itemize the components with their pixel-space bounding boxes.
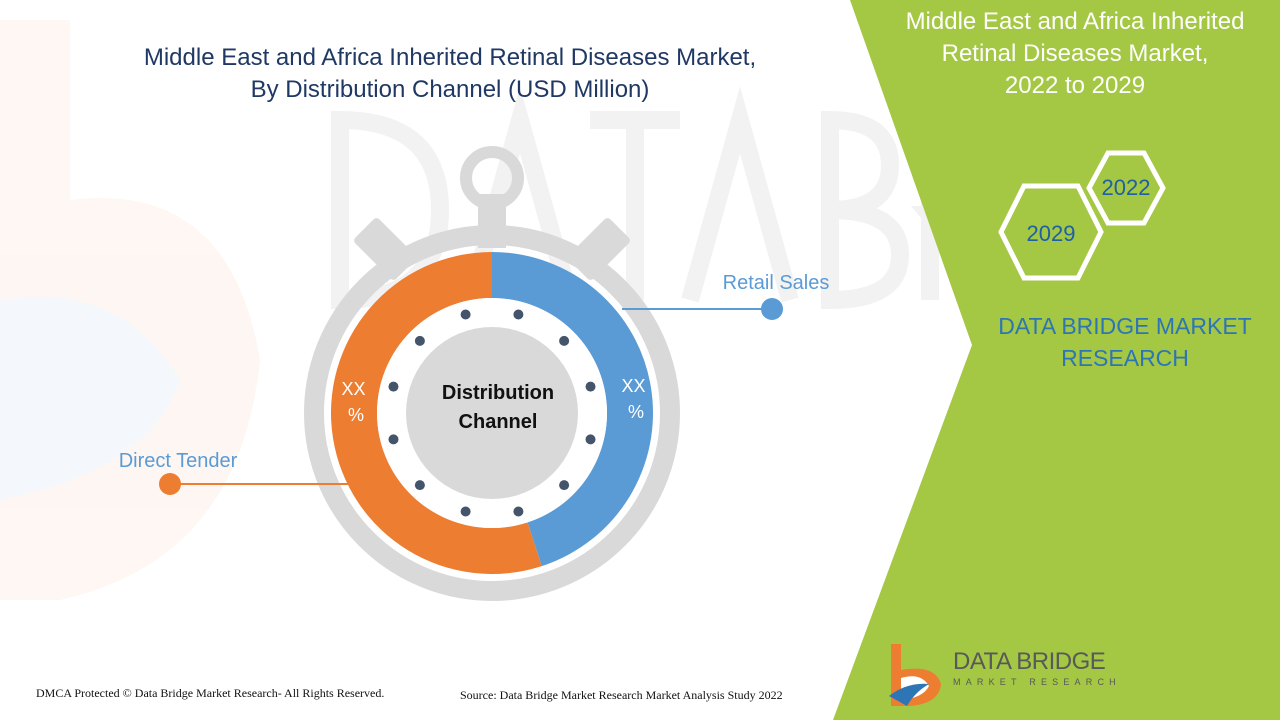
direct-tender-legend-label: Direct Tender [119, 450, 238, 472]
tick-dot [460, 309, 471, 320]
footer-source: Source: Data Bridge Market Research Mark… [460, 688, 783, 702]
retail-sales-value-line2: % [628, 402, 644, 422]
direct-tender-value-label: XX % [341, 379, 370, 425]
chart-title: Middle East and Africa Inherited Retinal… [100, 42, 800, 106]
tick-dot [460, 506, 471, 517]
brand-text-line1: DATA BRIDGE MARKET [998, 313, 1252, 339]
tick-dot [388, 434, 399, 445]
stopwatch-body [304, 146, 680, 601]
stopwatch-case [304, 225, 680, 601]
side-panel-title-line3: 2022 to 2029 [1004, 72, 1146, 99]
hex-year-2029: 2029 [1027, 221, 1076, 246]
hexagon-2022 [1086, 150, 1166, 226]
data-bridge-logo-icon [889, 644, 941, 706]
direct-tender-leader-dot [159, 473, 181, 495]
brand-text-line2: RESEARCH [1061, 345, 1189, 371]
tick-dot [513, 309, 524, 320]
donut-slice-direct-tender [331, 252, 542, 574]
tick-dot [559, 335, 570, 346]
retail-sales-leader-dot [761, 298, 783, 320]
side-panel-title-line2: Retinal Diseases Market, [941, 40, 1209, 67]
logo-name: DATA BRIDGE [953, 648, 1106, 675]
donut-slice-retail-sales [492, 252, 653, 567]
footer-dmca: DMCA Protected © Data Bridge Market Rese… [36, 686, 385, 700]
side-panel-title: Middle East and Africa Inherited Retinal… [880, 6, 1270, 102]
hexagon-2029 [998, 183, 1104, 281]
tick-dot [559, 480, 570, 491]
center-label-line2: Channel [459, 411, 538, 433]
direct-tender-value-line1: XX [341, 379, 365, 399]
hex-year-2022: 2022 [1102, 175, 1151, 200]
chart-title-line2: By Distribution Channel (USD Million) [250, 76, 650, 103]
logo-tagline: MARKET RESEARCH [953, 677, 1121, 687]
direct-tender-value-line2: % [348, 405, 364, 425]
tick-dot [414, 335, 425, 346]
center-label-line1: Distribution [442, 382, 554, 404]
center-disc [406, 327, 578, 499]
chart-title-line1: Middle East and Africa Inherited Retinal… [143, 44, 757, 71]
tick-dot [585, 381, 596, 392]
brand-text: DATA BRIDGE MARKET RESEARCH [980, 310, 1270, 374]
donut-arcs [331, 252, 653, 574]
tick-dot [513, 506, 524, 517]
tick-dot [388, 381, 399, 392]
tick-dots [388, 309, 596, 517]
tick-dot [414, 480, 425, 491]
side-panel-title-line1: Middle East and Africa Inherited [905, 8, 1245, 35]
retail-sales-value-label: XX % [621, 376, 650, 422]
side-panel-background [833, 0, 1280, 720]
retail-sales-legend-label: Retail Sales [723, 272, 830, 294]
retail-sales-value-line1: XX [621, 376, 645, 396]
tick-dot [585, 434, 596, 445]
